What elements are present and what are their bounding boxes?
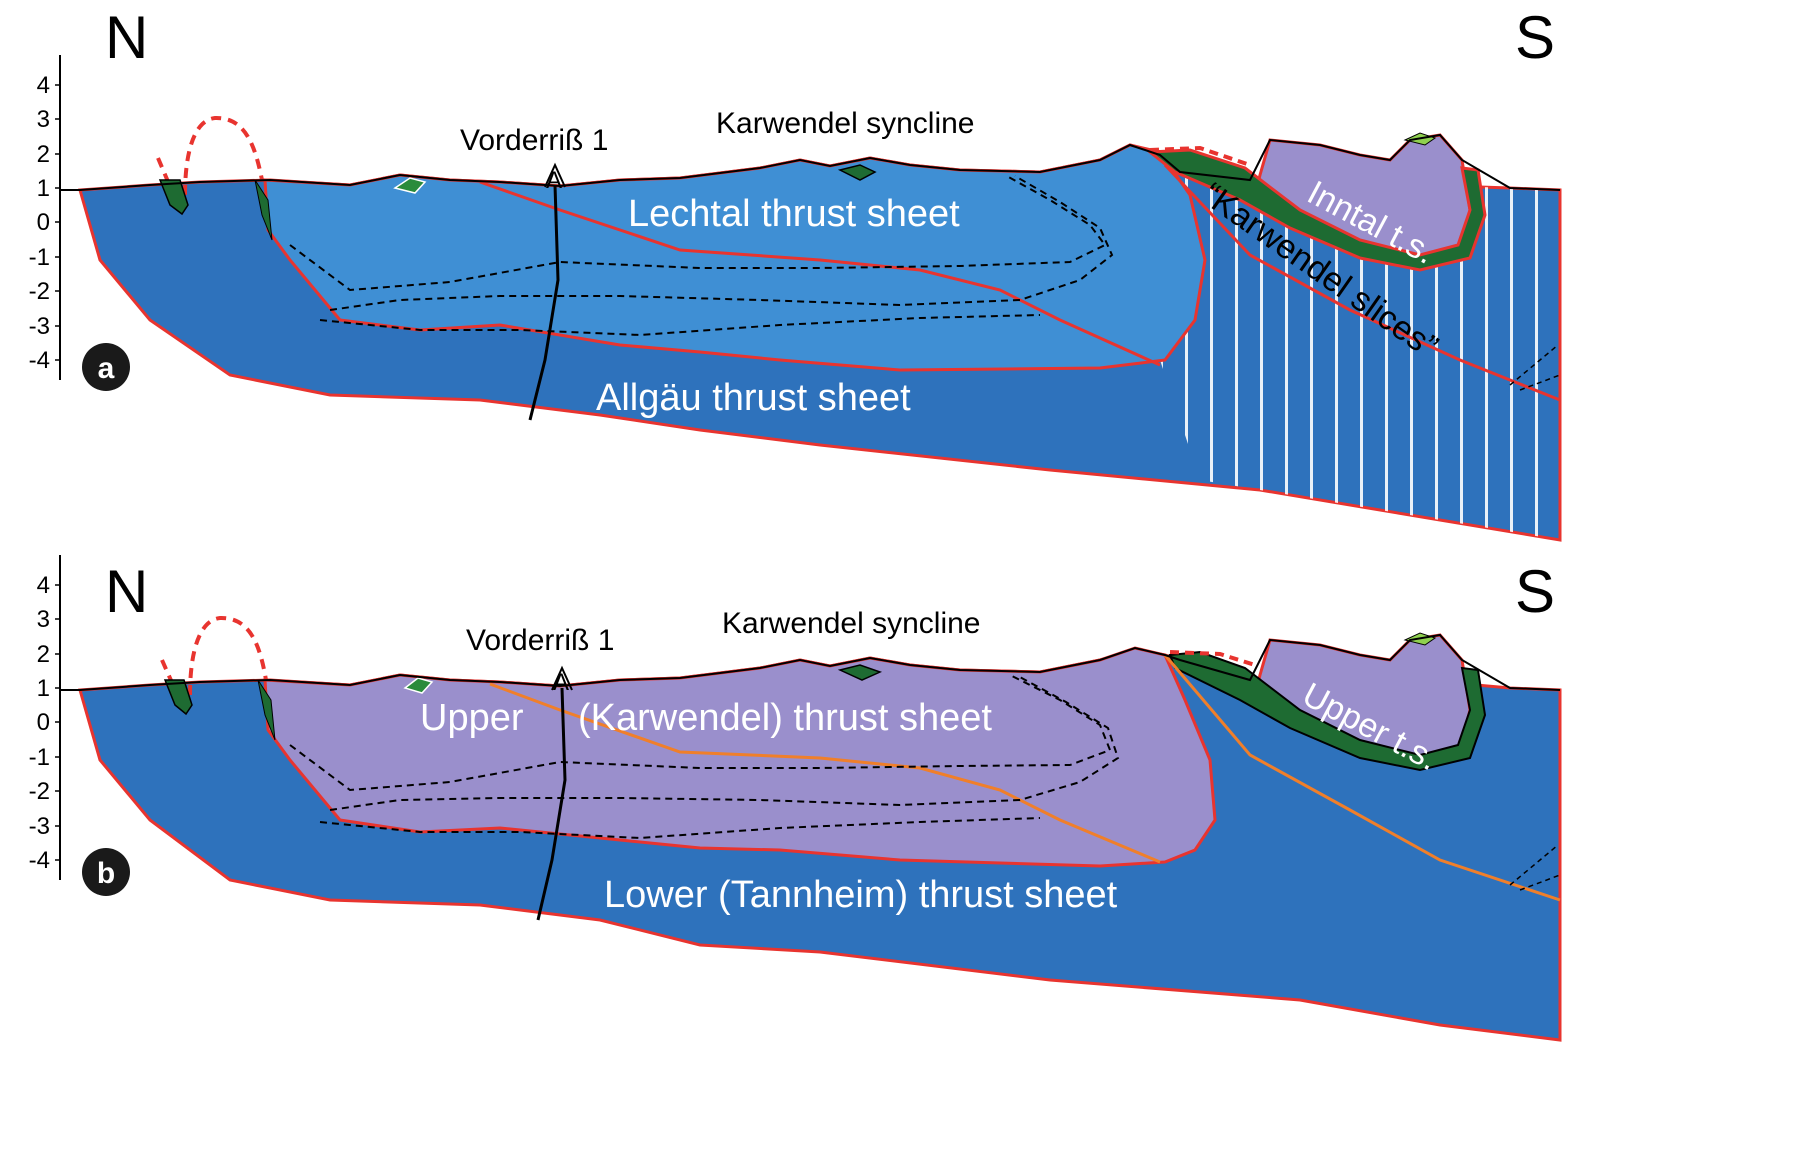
- panel-a-dashed-fold-1: [289, 174, 1107, 292]
- panel-b-tick-m2: -2: [29, 778, 50, 805]
- panel-b-west-anticline-arc: [188, 615, 268, 696]
- panel-b-tick-1: 1: [37, 675, 50, 702]
- panel-b-tick-m4: -4: [29, 847, 50, 874]
- panel-b-well-marker: A: [553, 669, 569, 696]
- panel-b-red-dashed-top: [1169, 650, 1256, 667]
- panel-b-tick-3: 3: [37, 606, 50, 633]
- panel-a-tick-m3: -3: [29, 313, 50, 340]
- panel-a: 4 3 2 1 0 -1 -2 -3 -4 a N S Vorderriß 1 …: [29, 4, 1562, 542]
- panel-a-green-patch-1: [393, 177, 427, 194]
- panel-b-slices-thrust: [1163, 654, 1561, 902]
- panel-a-dashed-fold-2: [329, 175, 1114, 311]
- panel-b-west-green-sliver: [257, 679, 276, 741]
- panel-a-south: S: [1515, 4, 1555, 71]
- panel-a-red-dashed-top: [1149, 145, 1251, 167]
- panel-b-internal-thrust: [489, 682, 1161, 864]
- panel-a-syncline-label: Karwendel syncline: [716, 107, 974, 140]
- panel-a-tick-m2: -2: [29, 278, 50, 305]
- panel-a-well-marker: A: [546, 167, 562, 194]
- panel-a-tick-2: 2: [37, 141, 50, 168]
- panel-b-tick-m3: -3: [29, 813, 50, 840]
- panel-a-west-green-sliver: [254, 179, 273, 241]
- panel-b-green-patch-1: [403, 677, 434, 694]
- panel-a-green-patch-2: [837, 164, 877, 181]
- panel-a-well-arrow: [544, 162, 566, 188]
- panel-b-well-line: [536, 687, 567, 921]
- panel-a-green-band: [1145, 148, 1487, 272]
- panel-b-well-label: Vorderriß 1: [466, 624, 614, 657]
- panel-b-west-green-fold: [163, 679, 193, 716]
- panel-a-well-line: [528, 184, 560, 421]
- panel-b-green-patch-2: [837, 664, 883, 681]
- panel-b-tick-2: 2: [37, 641, 50, 668]
- panel-a-tick-3: 3: [37, 106, 50, 133]
- panel-b-south: S: [1515, 558, 1555, 625]
- panel-b-tick-4: 4: [37, 572, 50, 599]
- panel-b: 4 3 2 1 0 -1 -2 -3 -4 b N S Vorderriß 1 …: [29, 555, 1562, 1042]
- panel-b-green-band: [1168, 650, 1487, 772]
- panel-b-well-arrow: [551, 665, 573, 691]
- panel-a-internal-thrust: [479, 180, 1161, 367]
- panel-a-axis-ticks: [55, 84, 60, 361]
- panel-a-tick-1: 1: [37, 175, 50, 202]
- panel-a-west-anticline: [156, 157, 182, 211]
- panel-b-upper-sheet-label-2: (Karwendel) thrust sheet: [578, 697, 992, 739]
- panel-a-tick-4: 4: [37, 72, 50, 99]
- panel-b-tick-m1: -1: [29, 744, 50, 771]
- panel-a-west-green-fold: [158, 179, 189, 216]
- panel-b-north: N: [105, 558, 148, 625]
- panel-a-tick-m4: -4: [29, 347, 50, 374]
- panel-a-badge: [82, 343, 130, 391]
- panel-a-slices-thrust: [1163, 163, 1561, 402]
- panel-b-badge: [82, 848, 130, 896]
- panel-a-right-dashed: [1509, 344, 1561, 391]
- panel-a-west-anticline-arc: [183, 115, 264, 196]
- panel-b-lower-sheet-label: Lower (Tannheim) thrust sheet: [604, 874, 1118, 916]
- panel-b-axis-ticks: [55, 584, 60, 861]
- panel-a-upper-sheet-label: Lechtal thrust sheet: [628, 193, 960, 235]
- panel-b-topography: [60, 633, 1561, 691]
- panel-a-north: N: [105, 4, 148, 71]
- panel-b-right-dashed: [1509, 844, 1561, 891]
- panel-b-dashed-fold-3: [319, 817, 1041, 840]
- panel-b-upper-sheet-label-1: Upper: [420, 697, 524, 739]
- panel-a-tick-m1: -1: [29, 244, 50, 271]
- panel-a-badge-label: a: [98, 352, 115, 385]
- panel-b-badge-label: b: [97, 857, 115, 890]
- panel-a-tick-0: 0: [37, 209, 50, 236]
- panel-a-lower-sheet-label: Allgäu thrust sheet: [596, 377, 911, 419]
- panel-b-dashed-fold-1: [289, 674, 1112, 792]
- panel-a-topography: [60, 133, 1561, 191]
- panel-a-dashed-fold-3: [319, 314, 1041, 337]
- panel-b-dashed-fold-2: [329, 675, 1120, 811]
- panel-b-tick-0: 0: [37, 709, 50, 736]
- panel-b-syncline-label: Karwendel syncline: [722, 607, 980, 640]
- panel-b-west-anticline: [160, 659, 187, 713]
- panel-a-well-label: Vorderriß 1: [460, 124, 608, 157]
